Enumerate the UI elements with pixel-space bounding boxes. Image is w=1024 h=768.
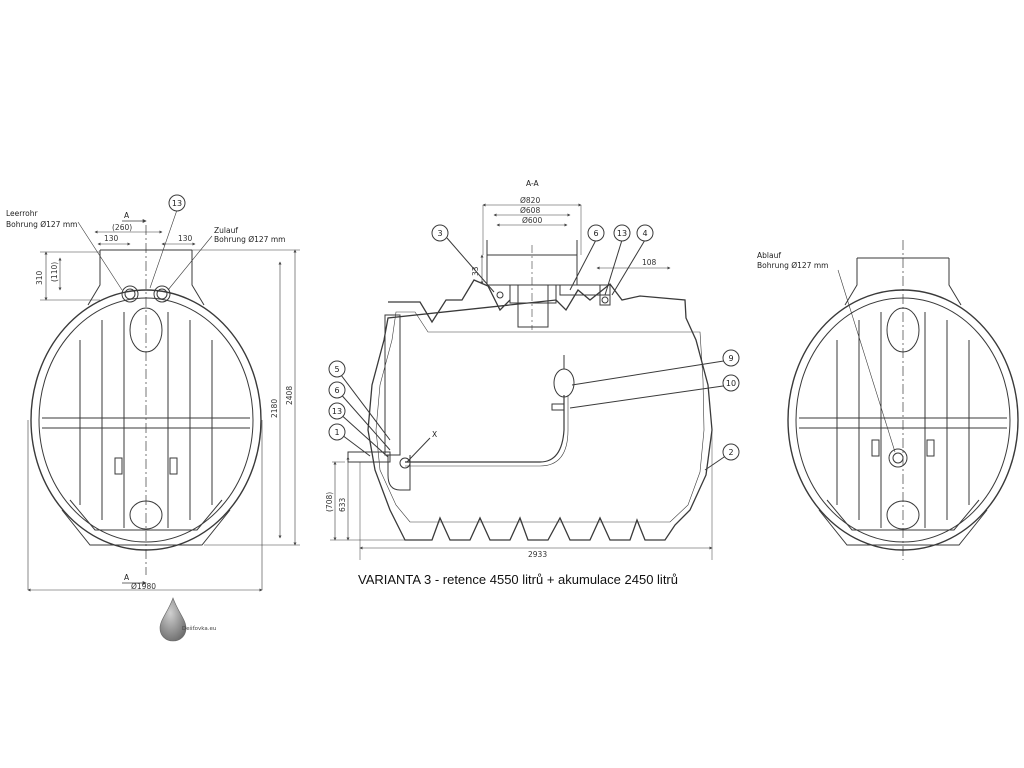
right-view-text: Ablauf Bohrung Ø127 mm bbox=[757, 251, 828, 270]
dim-2933: 2933 bbox=[528, 550, 547, 559]
dim-260: (260) bbox=[112, 223, 132, 232]
point-x: X bbox=[432, 430, 437, 439]
bubble-2: 2 bbox=[728, 448, 733, 457]
destovka-logo: Dešťovka.eu bbox=[159, 597, 216, 642]
left-bubble-13: 13 bbox=[172, 199, 182, 208]
logo-text: Dešťovka.eu bbox=[182, 625, 216, 632]
leerrohr-bohrung-label: Bohrung Ø127 mm bbox=[6, 220, 77, 229]
dim-2180: 2180 bbox=[270, 399, 279, 418]
left-tank-view bbox=[27, 194, 300, 592]
zulauf-bohrung-label: Bohrung Ø127 mm bbox=[214, 235, 285, 244]
leerrohr-label: Leerrohr bbox=[6, 209, 38, 218]
right-tank-view bbox=[787, 240, 1019, 560]
dim-708: (708) bbox=[325, 492, 334, 512]
dim-600: Ø600 bbox=[522, 216, 542, 225]
bubble-4: 4 bbox=[642, 229, 647, 238]
dim-108: 108 bbox=[642, 258, 657, 267]
bubble-5: 5 bbox=[334, 365, 339, 374]
bubble-1: 1 bbox=[334, 428, 339, 437]
dim-820: Ø820 bbox=[520, 196, 540, 205]
dim-310: 310 bbox=[35, 270, 44, 285]
dim-608: Ø608 bbox=[520, 206, 540, 215]
dim-2408: 2408 bbox=[285, 386, 294, 405]
center-section-view bbox=[328, 203, 740, 560]
bubble-6-top: 6 bbox=[593, 229, 598, 238]
bubble-13-top: 13 bbox=[617, 229, 627, 238]
ablauf-bohrung-label: Bohrung Ø127 mm bbox=[757, 261, 828, 270]
drawing-title: VARIANTA 3 - retence 4550 litrů + akumul… bbox=[358, 572, 678, 587]
bubble-3: 3 bbox=[437, 229, 442, 238]
left-view-text: Leerrohr Bohrung Ø127 mm Zulauf Bohrung … bbox=[6, 199, 294, 591]
dim-1980: Ø1980 bbox=[131, 582, 156, 591]
bubble-9: 9 bbox=[728, 354, 733, 363]
bubble-6-left: 6 bbox=[334, 386, 339, 395]
bubble-13-left: 13 bbox=[332, 407, 342, 416]
dim-130-left: 130 bbox=[104, 234, 119, 243]
dim-110: (110) bbox=[50, 262, 59, 282]
bubble-10: 10 bbox=[726, 379, 736, 388]
dim-130-right: 130 bbox=[178, 234, 193, 243]
dim-33: 33 bbox=[471, 266, 480, 276]
dim-633: 633 bbox=[338, 497, 347, 512]
section-title: A-A bbox=[526, 179, 540, 188]
ablauf-label: Ablauf bbox=[757, 251, 781, 260]
section-marker-top: A bbox=[124, 211, 130, 220]
center-view-text: A-A Ø820 Ø608 Ø600 33 108 (708) 633 2933… bbox=[325, 179, 736, 587]
section-marker-bottom: A bbox=[124, 573, 130, 582]
zulauf-label: Zulauf bbox=[214, 226, 238, 235]
water-drop-icon bbox=[159, 597, 187, 642]
